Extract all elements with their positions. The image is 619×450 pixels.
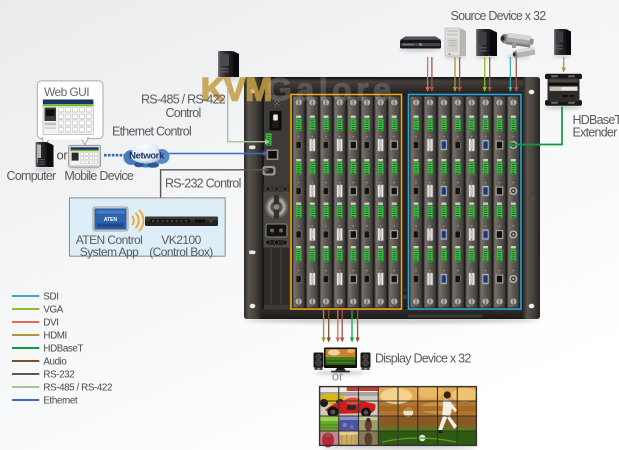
svg-text:DVI: DVI [43, 318, 58, 329]
svg-text:or: or [332, 370, 343, 384]
svg-text:RS-485 / RS-422: RS-485 / RS-422 [141, 93, 226, 107]
svg-text:ATEN: ATEN [104, 217, 118, 223]
svg-text:Ethernet Control: Ethernet Control [112, 125, 191, 139]
svg-text:System App: System App [80, 245, 139, 259]
svg-text:RS-485 / RS-422: RS-485 / RS-422 [43, 383, 112, 394]
svg-text:HDBaseT: HDBaseT [573, 113, 619, 127]
svg-text:dB: dB [317, 367, 321, 371]
svg-text:Mobile Device: Mobile Device [64, 169, 134, 183]
svg-text:dB: dB [364, 367, 368, 371]
svg-text:Galore: Galore [267, 72, 395, 108]
svg-text:KVM: KVM [201, 72, 272, 108]
svg-text:ATEN Control: ATEN Control [76, 233, 143, 247]
svg-text:Extender: Extender [573, 126, 618, 140]
svg-text:SDI: SDI [43, 292, 58, 303]
svg-text:Ethernet: Ethernet [43, 396, 78, 407]
svg-text:Computer: Computer [7, 169, 56, 183]
svg-text:VGA: VGA [43, 305, 63, 316]
svg-text:Network: Network [129, 151, 165, 162]
svg-text:Audio: Audio [43, 357, 67, 368]
svg-text:or: or [57, 148, 69, 163]
svg-text:(Control Box): (Control Box) [149, 245, 213, 259]
svg-text:Web GUI: Web GUI [44, 85, 89, 99]
svg-text:RS-232 Control: RS-232 Control [165, 176, 241, 190]
svg-text:Control: Control [165, 106, 200, 120]
svg-text:Display Device x 32: Display Device x 32 [375, 352, 471, 366]
svg-text:Source Device x 32: Source Device x 32 [451, 9, 547, 23]
svg-text:VK2100: VK2100 [161, 233, 201, 247]
svg-text:RS-232: RS-232 [43, 370, 74, 381]
svg-text:HDMI: HDMI [43, 331, 66, 342]
svg-text:HDBaseT: HDBaseT [43, 344, 83, 355]
